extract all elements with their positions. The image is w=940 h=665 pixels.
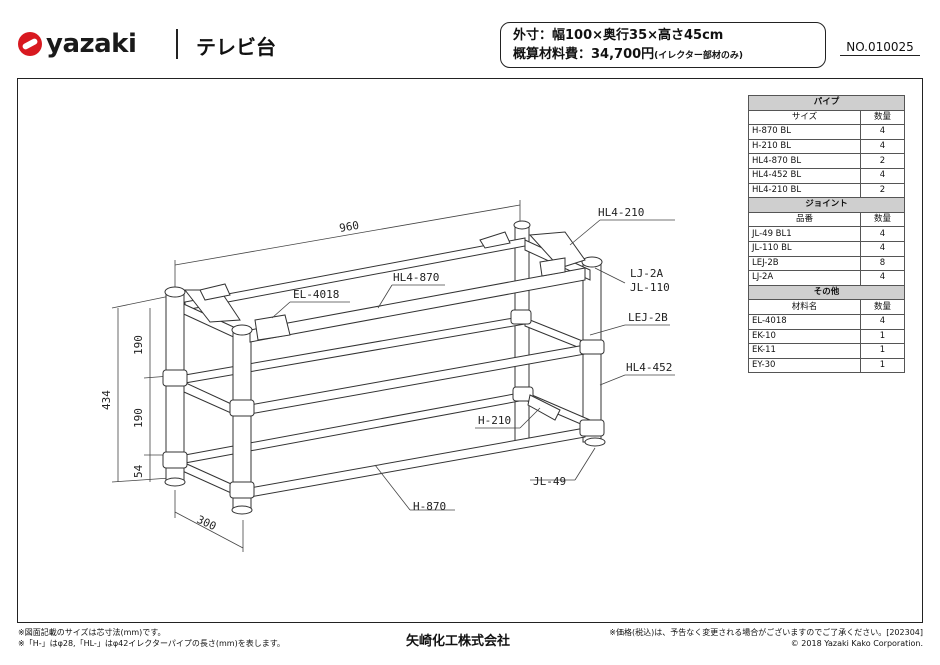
part-name: HL4-210 BL: [748, 182, 861, 199]
part-qty: 2: [860, 182, 905, 199]
part-qty: 4: [860, 270, 905, 286]
part-name: HL4-870 BL: [748, 153, 861, 169]
dim-height-total: 434: [100, 390, 113, 410]
assembly-drawing: HL4-210 LJ-2A JL-110 LEJ-2B HL4-452 H-21…: [100, 200, 675, 552]
section-title: ジョイント: [748, 197, 905, 213]
part-name: EK-11: [748, 343, 861, 359]
part-name: JL-110 BL: [748, 240, 861, 257]
col-header-qty: 数量: [860, 211, 905, 228]
part-name: JL-49 BL1: [748, 226, 861, 242]
part-qty: 4: [860, 240, 905, 257]
part-qty: 4: [860, 167, 905, 184]
drawing-frame: [17, 78, 923, 623]
spec-box: 外寸：幅100×奥行35×高さ45cm 概算材料費：34,700円(イレクター部…: [500, 22, 826, 68]
part-name: EK-10: [748, 328, 861, 345]
col-header: 品番: [748, 211, 861, 228]
part-qty: 4: [860, 313, 905, 330]
footer-right: ※価格(税込)は、予告なく変更される場合がございますのでご了承ください。[202…: [609, 627, 923, 649]
part-qty: 4: [860, 124, 905, 140]
spec-cost: 概算材料費：34,700円: [513, 47, 655, 62]
part-name: EL-4018: [748, 313, 861, 330]
part-qty: 2: [860, 153, 905, 169]
front-posts: [165, 291, 252, 511]
col-header: サイズ: [748, 109, 861, 126]
spec-size: 外寸：幅100×奥行35×高さ45cm: [513, 28, 724, 43]
leader-lines: [271, 219, 675, 511]
header: yazaki テレビ台 外寸：幅100×奥行35×高さ45cm 概算材料費：34…: [0, 0, 940, 80]
header-divider: [176, 29, 178, 59]
part-name: EY-30: [748, 357, 861, 374]
section-title: その他: [748, 284, 905, 301]
label-hl4-210: HL4-210: [598, 206, 644, 219]
label-lj-2a: LJ-2A: [630, 267, 663, 280]
part-qty: 1: [860, 328, 905, 345]
col-header: 材料名: [748, 299, 861, 315]
company-name: 矢崎化工株式会社: [406, 634, 511, 649]
label-lej-2b: LEJ-2B: [628, 311, 668, 324]
dim-depth: 300: [195, 513, 219, 533]
part-name: H-210 BL: [748, 138, 861, 155]
logo-text: yazaki: [46, 29, 137, 59]
label-h-210: H-210: [478, 414, 511, 427]
page-title: テレビ台: [196, 35, 276, 59]
dim-height-upper: 190: [132, 335, 145, 355]
dim-width: 960: [338, 219, 360, 235]
copyright: © 2018 Yazaki Kako Corporation.: [790, 639, 923, 648]
col-header-qty: 数量: [860, 109, 905, 126]
label-hl4-870: HL4-870: [393, 271, 439, 284]
label-jl-110: JL-110: [630, 281, 670, 294]
label-jl-49: JL-49: [533, 475, 566, 488]
dim-height-lower: 54: [132, 464, 145, 478]
part-qty: 1: [860, 357, 905, 374]
yazaki-logo-icon: [18, 32, 42, 56]
part-name: LEJ-2B: [748, 255, 861, 272]
footer-notes: ※図面記載のサイズは芯寸法(mm)です。 ※「H-」はφ28,「HL-」はφ42…: [18, 627, 285, 649]
document-number: NO.010025: [840, 40, 920, 56]
joints: [162, 220, 606, 515]
part-qty: 8: [860, 255, 905, 272]
col-header-qty: 数量: [860, 299, 905, 315]
label-hl4-452: HL4-452: [626, 361, 672, 374]
footer-note: ※「H-」はφ28,「HL-」はφ42イレクターパイプの長さ(mm)を表します。: [18, 639, 285, 648]
part-qty: 1: [860, 343, 905, 359]
dim-height-middle: 190: [132, 408, 145, 428]
part-name: H-870 BL: [748, 124, 861, 140]
label-h-870: H-870: [413, 500, 446, 513]
label-el-4018: EL-4018: [293, 288, 339, 301]
footer-note: ※図面記載のサイズは芯寸法(mm)です。: [18, 628, 166, 637]
part-qty: 4: [860, 226, 905, 242]
section-title: パイプ: [748, 95, 905, 111]
yazaki-logo: yazaki: [18, 29, 137, 59]
spec-cost-line: 概算材料費：34,700円(イレクター部材のみ): [513, 45, 813, 66]
part-name: HL4-452 BL: [748, 167, 861, 184]
part-qty: 4: [860, 138, 905, 155]
spec-cost-note: (イレクター部材のみ): [654, 51, 744, 61]
price-note: ※価格(税込)は、予告なく変更される場合がございますのでご了承ください。[202…: [609, 628, 923, 637]
part-name: LJ-2A: [748, 270, 861, 286]
